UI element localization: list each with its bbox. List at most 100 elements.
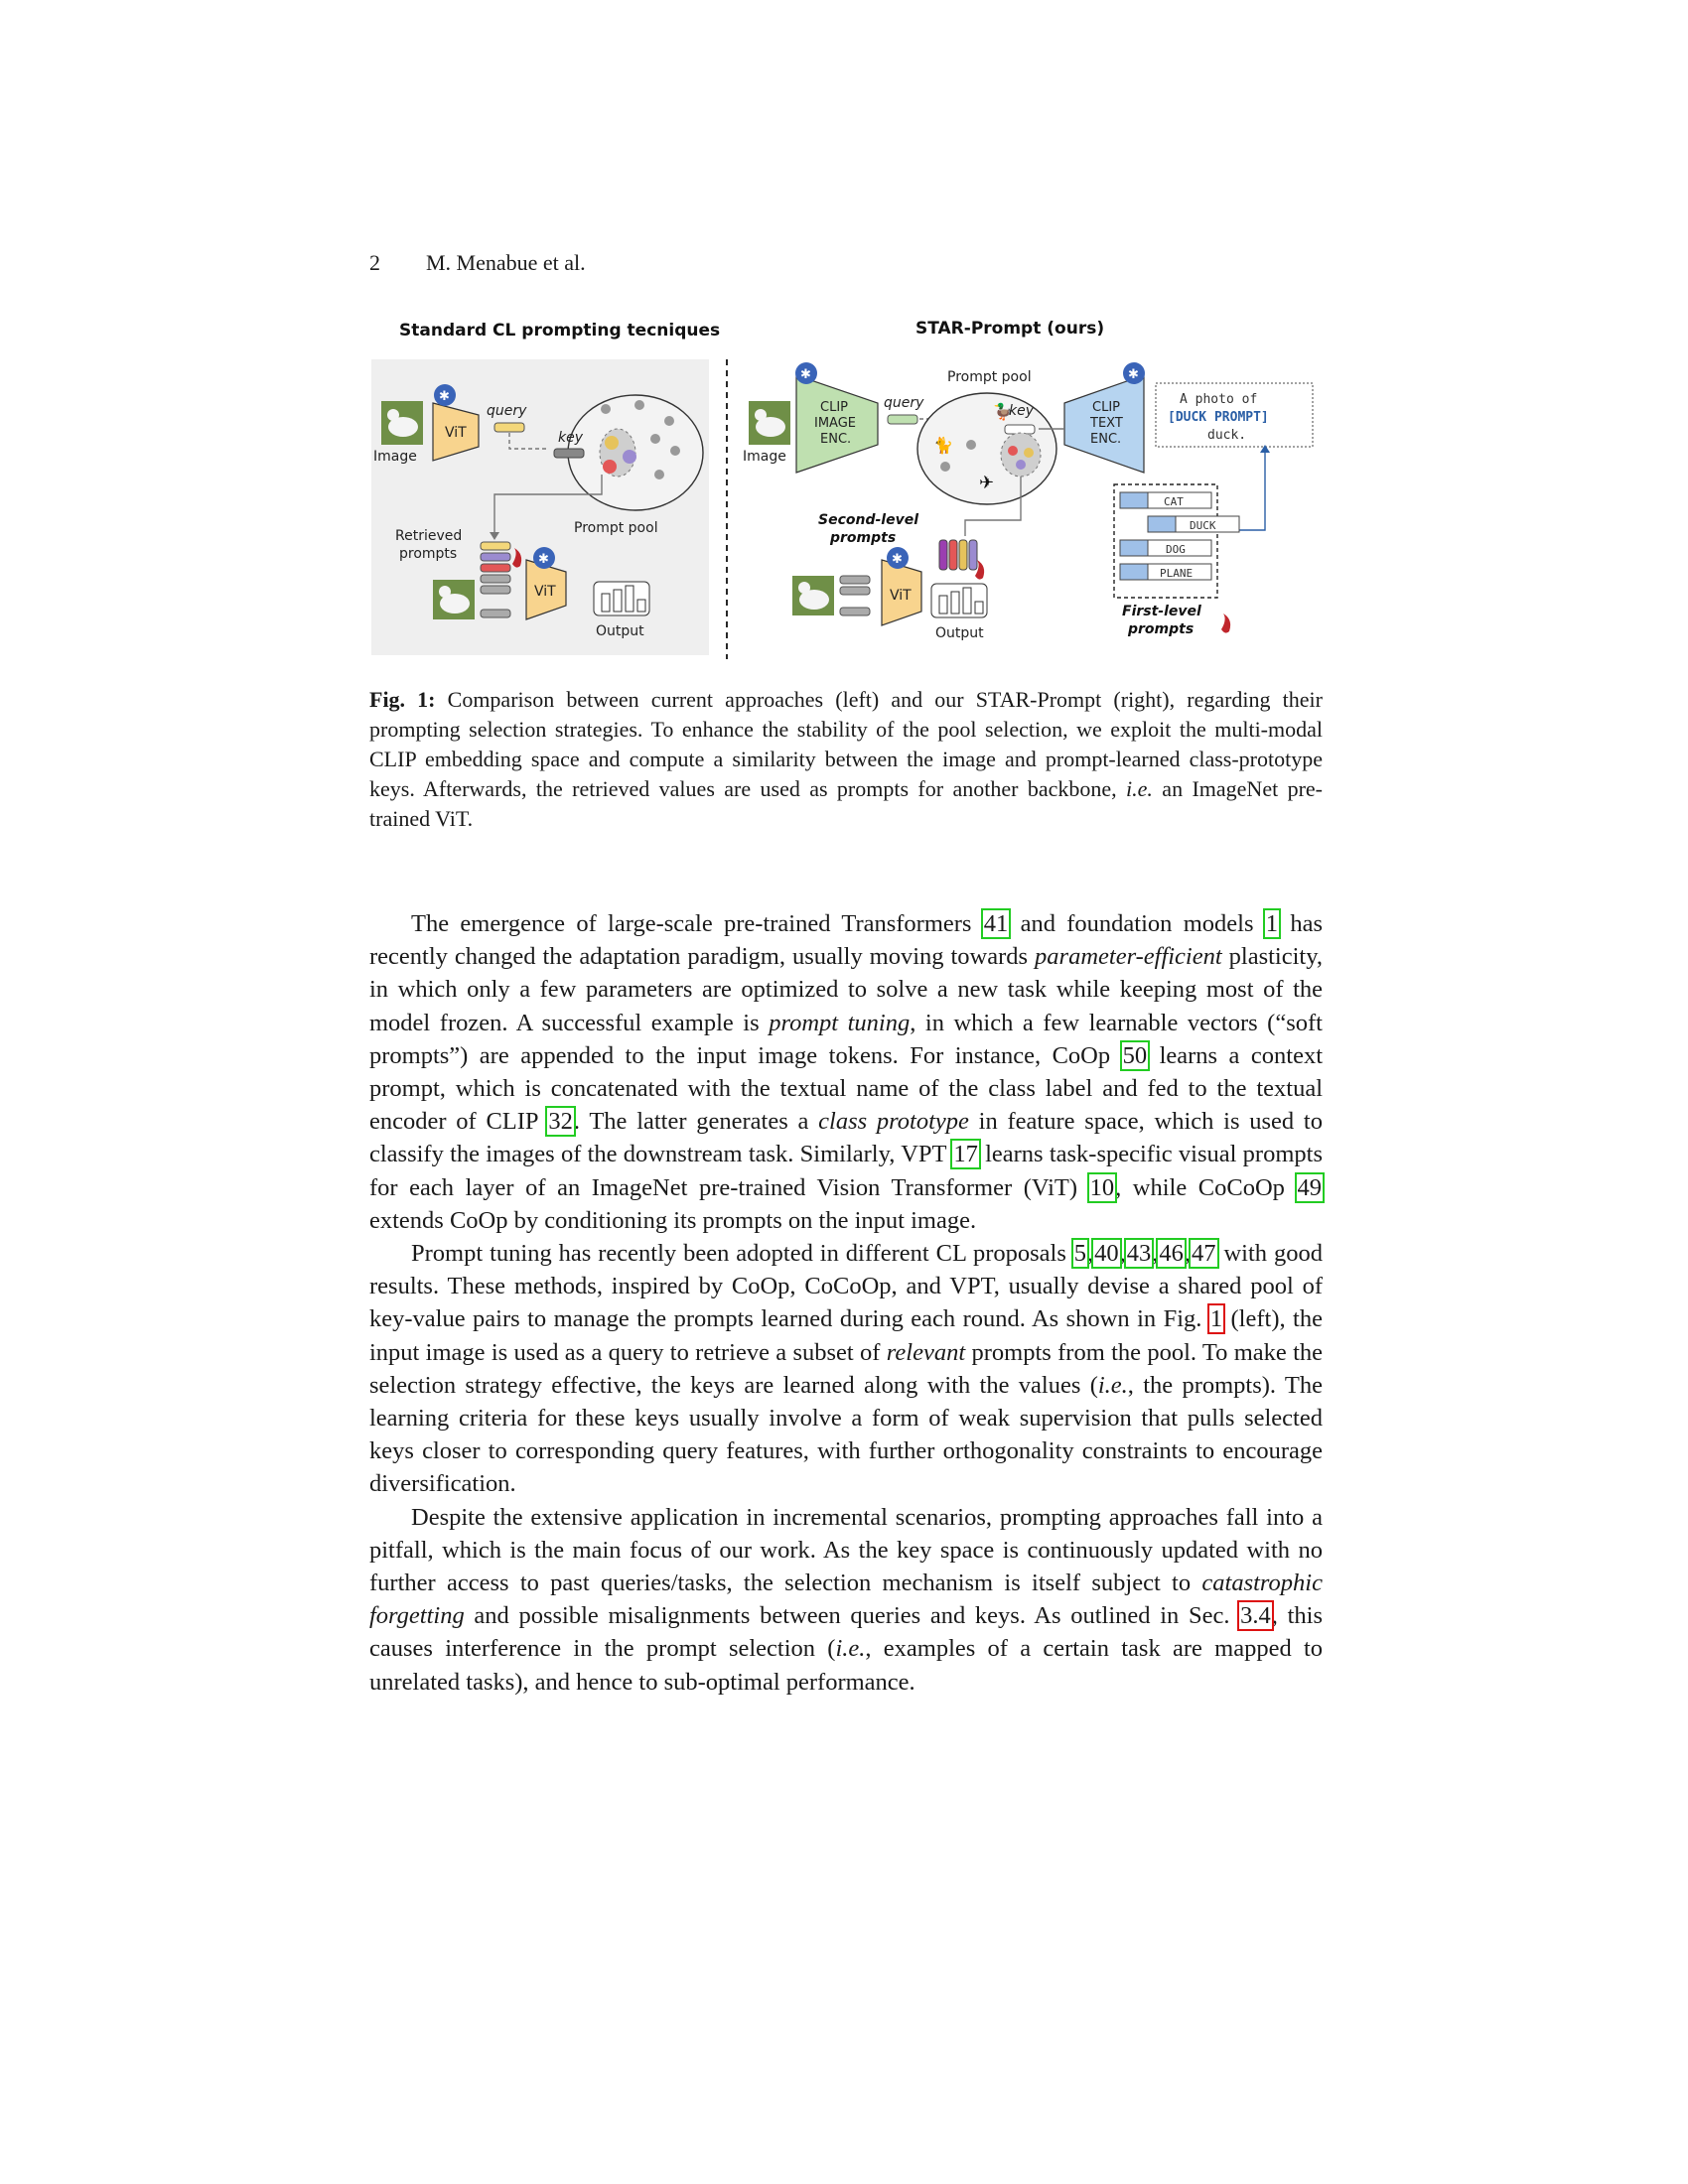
frozen-snowflake-icon: ✱ <box>434 384 456 406</box>
text-run: plasticity, in which only a few paramete… <box>369 943 1323 1036</box>
citation-link[interactable]: 17 <box>950 1139 981 1170</box>
second-level-prompt <box>938 539 948 571</box>
left-retrieve-arrow <box>493 475 603 534</box>
cat-glyph-icon: 🐈 <box>933 436 953 455</box>
text-run: prompts from the pool. To make the selec… <box>369 1338 1324 1399</box>
clip-image-label-1: CLIP <box>820 400 848 415</box>
class-prompt-row: PLANE <box>1119 563 1212 581</box>
left-vit-block <box>432 402 480 462</box>
text-run: (left), the input image is used as a que… <box>369 1305 1323 1366</box>
text-run: , the prompts). The learning criteria fo… <box>369 1371 1324 1498</box>
input-token <box>839 607 871 616</box>
citation-link[interactable]: 41 <box>980 908 1012 939</box>
body-text: The emergence of large-scale pre-trained… <box>369 907 1325 1699</box>
right-pool-label: Prompt pool <box>947 369 1032 385</box>
class-prompt-row: DOG <box>1119 539 1212 557</box>
paragraph-3: Despite the extensive application in inc… <box>369 1501 1323 1699</box>
pool-point <box>605 436 619 450</box>
citation-link[interactable]: 40 <box>1091 1238 1122 1270</box>
citation-link[interactable]: 46 <box>1156 1238 1187 1270</box>
citation-link[interactable]: 43 <box>1123 1238 1155 1270</box>
duck-image-thumbnail <box>381 401 423 445</box>
text-run: , <box>1152 1240 1159 1268</box>
right-query-token <box>887 414 918 425</box>
figure-diagram: Standard CL prompting tecniques STAR-Pro… <box>371 319 1314 659</box>
text-run: . The latter generates a <box>573 1108 819 1136</box>
text-run: and possible misalignments between queri… <box>464 1602 1240 1630</box>
pool-point <box>654 470 664 479</box>
trainable-flame-icon <box>512 548 522 568</box>
emphasis: catastrophic forgetting <box>369 1570 1323 1630</box>
caption-ie: i.e. <box>1126 776 1153 801</box>
text-run: and foundation models <box>1009 910 1265 937</box>
text-template-line-1: A photo of <box>1180 392 1257 407</box>
svg-text:✱: ✱ <box>1128 367 1139 382</box>
second-level-label-2: prompts <box>829 530 896 546</box>
input-token <box>839 575 871 585</box>
arrow-head <box>490 532 499 540</box>
pool-point <box>664 416 674 426</box>
right-query-label: query <box>884 395 924 411</box>
plane-glyph-icon: ✈ <box>979 473 994 493</box>
citation-link[interactable]: 10 <box>1086 1171 1118 1203</box>
paragraph-2: Prompt tuning has recently been adopted … <box>369 1237 1323 1501</box>
clip-image-label-2: IMAGE <box>814 416 856 431</box>
page-header: 2 M. Menabue et al. <box>369 250 586 276</box>
text-template-line-3: duck. <box>1207 428 1246 443</box>
class-label-duck: DUCK <box>1190 519 1216 532</box>
text-run: , <box>1119 1240 1126 1268</box>
text-run: has recently changed the adaptation para… <box>369 910 1323 971</box>
pool-point <box>634 400 644 410</box>
clip-text-label-1: CLIP <box>1092 400 1120 415</box>
left-panel-title: Standard CL prompting tecniques <box>399 321 720 341</box>
clip-image-label-3: ENC. <box>820 432 851 447</box>
emphasis: i.e. <box>1097 1371 1128 1399</box>
citation-link[interactable]: 50 <box>1119 1039 1151 1071</box>
section-ref-link[interactable]: 3.4 <box>1237 1600 1274 1632</box>
pool-point <box>603 460 617 474</box>
paragraph-1: The emergence of large-scale pre-trained… <box>369 907 1325 1237</box>
text-run: , in which a few learnable vectors (“sof… <box>369 1009 1323 1069</box>
left-query-token <box>493 422 525 433</box>
duck-image-thumbnail <box>749 401 790 445</box>
citation-link[interactable]: 32 <box>545 1106 576 1138</box>
retrieved-prompt-token <box>480 552 511 562</box>
class-label-dog: DOG <box>1166 543 1186 556</box>
citation-link[interactable]: 5 <box>1070 1238 1090 1270</box>
text-run: The emergence of large-scale pre-trained… <box>411 910 983 937</box>
input-token <box>839 586 871 596</box>
second-level-prompt <box>968 539 978 571</box>
first-level-label-2: prompts <box>1127 621 1194 637</box>
duck-image-thumbnail <box>433 580 475 619</box>
citation-link[interactable]: 1 <box>1262 908 1282 939</box>
pool-point <box>1024 448 1034 458</box>
class-prompt-row: CAT <box>1119 491 1212 509</box>
citation-link[interactable]: 47 <box>1189 1238 1219 1270</box>
right-vit-block <box>881 559 922 626</box>
retrieved-prompt-token <box>480 563 511 573</box>
duck-prompt-arrow <box>1239 451 1266 531</box>
second-level-label-1: Second-level <box>818 512 918 528</box>
citation-link[interactable]: 49 <box>1294 1171 1325 1203</box>
left-pool-label: Prompt pool <box>574 520 658 536</box>
pool-point <box>601 404 611 414</box>
frozen-snowflake-icon: ✱ <box>533 547 555 569</box>
text-run: , this causes interference in the prompt… <box>369 1602 1323 1663</box>
left-output-label: Output <box>596 623 644 639</box>
class-label-plane: PLANE <box>1160 567 1193 580</box>
frozen-snowflake-icon: ✱ <box>887 547 909 569</box>
page-number: 2 <box>369 250 380 275</box>
second-level-prompt <box>948 539 958 571</box>
figure-ref-link[interactable]: 1 <box>1206 1303 1226 1335</box>
right-image-label: Image <box>743 449 786 465</box>
second-level-prompt <box>958 539 968 571</box>
frozen-snowflake-icon: ✱ <box>795 362 817 384</box>
text-run: learns a context prompt, which is concat… <box>369 1041 1323 1136</box>
text-run: with good results. These methods, inspir… <box>369 1240 1323 1333</box>
running-authors: M. Menabue et al. <box>426 250 586 275</box>
left-image-label: Image <box>373 449 417 465</box>
left-retrieved-label-1: Retrieved <box>395 528 462 544</box>
text-template-box <box>1155 382 1314 448</box>
class-label-cat: CAT <box>1164 495 1184 508</box>
pool-point <box>1008 446 1018 456</box>
